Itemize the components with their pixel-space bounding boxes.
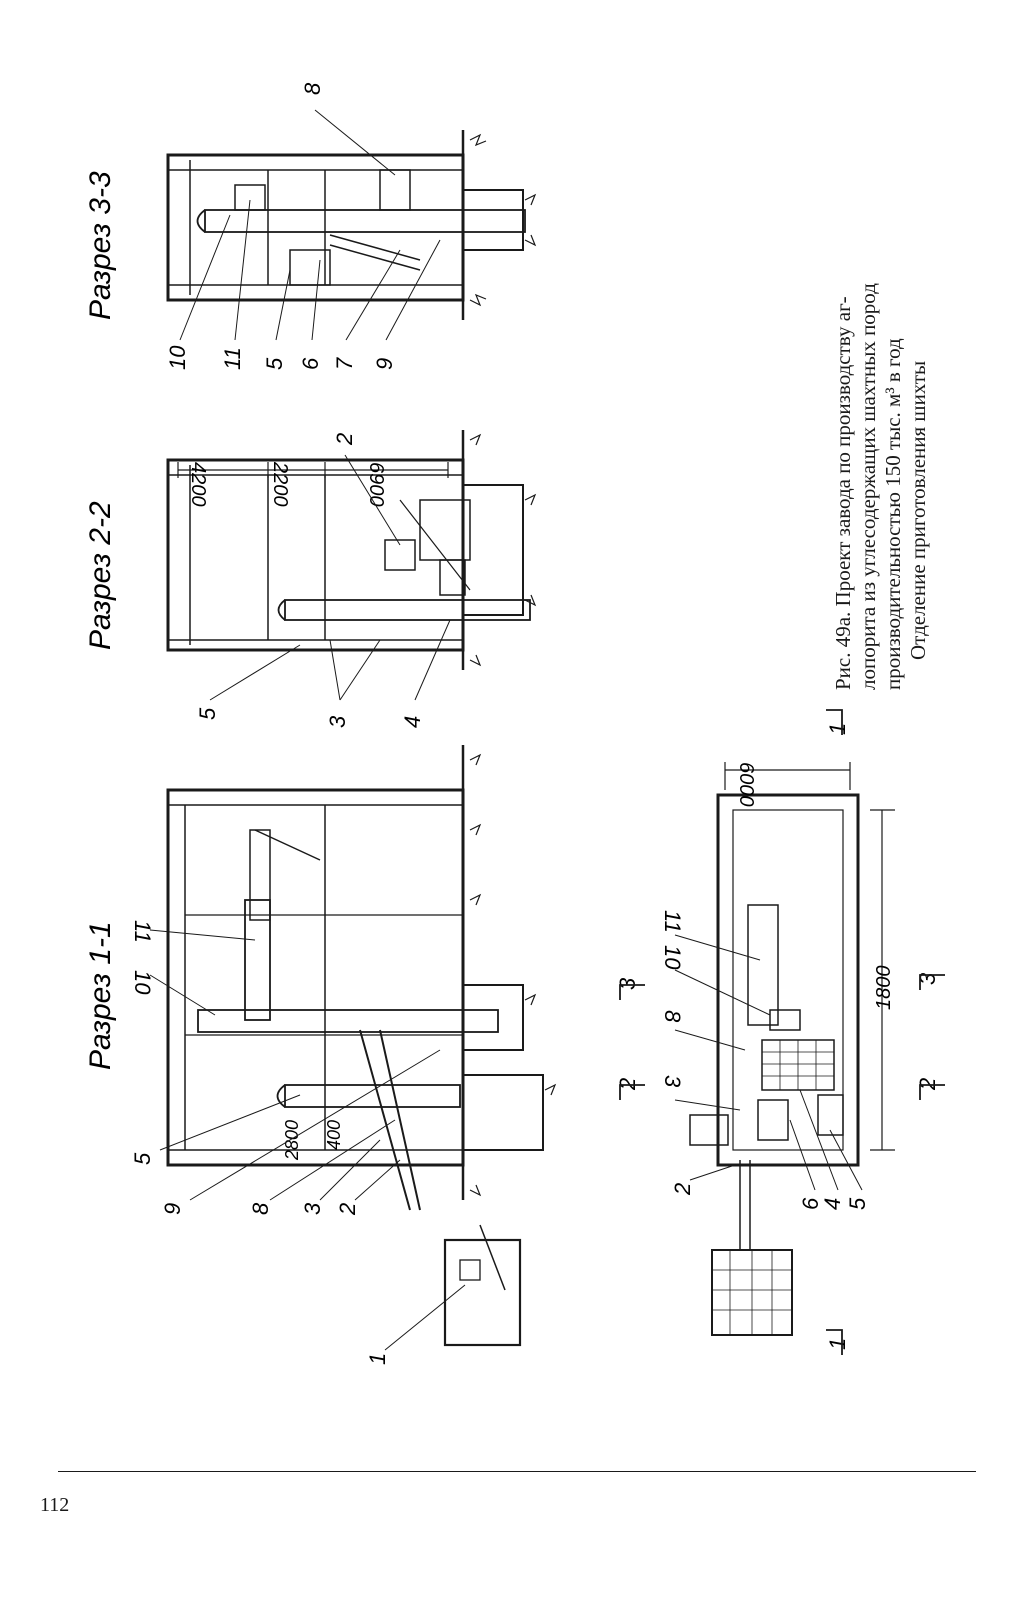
callout-3: 3	[300, 1202, 325, 1215]
marker-1-top: 1	[825, 723, 850, 735]
callout-6: 6	[298, 357, 323, 370]
callout-10: 10	[660, 945, 685, 970]
callout-5: 5	[262, 357, 287, 370]
section-1-1: Разрез 1-1 2800 400	[84, 745, 557, 1365]
callout-2: 2	[332, 433, 357, 446]
caption-line-1: Рис. 49а. Проект завода по производству …	[831, 296, 855, 690]
callout-1: 1	[365, 1353, 390, 1365]
callout-7: 7	[332, 357, 357, 370]
figure-caption: Рис. 49а. Проект завода по производству …	[831, 283, 930, 690]
dim-2200: 2200	[269, 461, 291, 507]
callout-4: 4	[400, 716, 425, 728]
callout-2: 2	[335, 1203, 360, 1216]
callout-3: 3	[325, 715, 350, 728]
callout-4: 4	[820, 1198, 845, 1210]
callout-9: 9	[160, 1203, 185, 1215]
section-3-3: Разрез 3-3 8 10 11 5 6 7 9	[84, 82, 537, 370]
marker-3-right: 3	[915, 972, 940, 985]
callout-8: 8	[660, 1010, 685, 1023]
page-footer-rule	[58, 1471, 976, 1472]
dim-1800: 1800	[873, 966, 895, 1011]
page-number: 112	[40, 1494, 70, 1516]
callout-5: 5	[195, 707, 220, 720]
caption-line-4: Отделение приготовления шихты	[906, 361, 930, 660]
marker-1-bottom: 1	[825, 1338, 850, 1350]
callout-2: 2	[670, 1183, 695, 1196]
section-2-2: Разрез 2-2 4200 2200 6900 5 2	[84, 430, 537, 728]
section-2-2-title: Разрез 2-2	[84, 501, 117, 650]
callout-3: 3	[660, 1075, 685, 1088]
marker-3-left: 3	[615, 977, 640, 990]
dim-2800: 2800	[282, 1120, 302, 1161]
callout-10: 10	[165, 345, 190, 370]
callout-10: 10	[130, 970, 155, 995]
dim-400: 400	[324, 1120, 344, 1150]
caption-line-3: производительностью 150 тыс. м³ в год	[881, 338, 905, 690]
plan-view: 6000 1800 1 1 2 2 3 3 11 10 8 3 2 6	[615, 709, 945, 1355]
callout-11: 11	[660, 910, 685, 933]
callout-5: 5	[130, 1152, 155, 1165]
dim-6000: 6000	[735, 762, 757, 807]
callout-11: 11	[220, 347, 245, 370]
callout-11: 11	[130, 920, 155, 943]
dim-4200: 4200	[187, 462, 209, 507]
callout-5: 5	[845, 1197, 870, 1210]
section-3-3-title: Разрез 3-3	[84, 171, 117, 320]
dim-6900: 6900	[365, 462, 387, 507]
section-1-1-title: Разрез 1-1	[84, 921, 117, 1070]
callout-8: 8	[300, 82, 325, 95]
callout-9: 9	[372, 358, 397, 370]
callout-8: 8	[248, 1202, 273, 1215]
caption-line-2: лопорита из углесодержащих шахтных пород	[856, 283, 880, 690]
callout-6: 6	[798, 1197, 823, 1210]
